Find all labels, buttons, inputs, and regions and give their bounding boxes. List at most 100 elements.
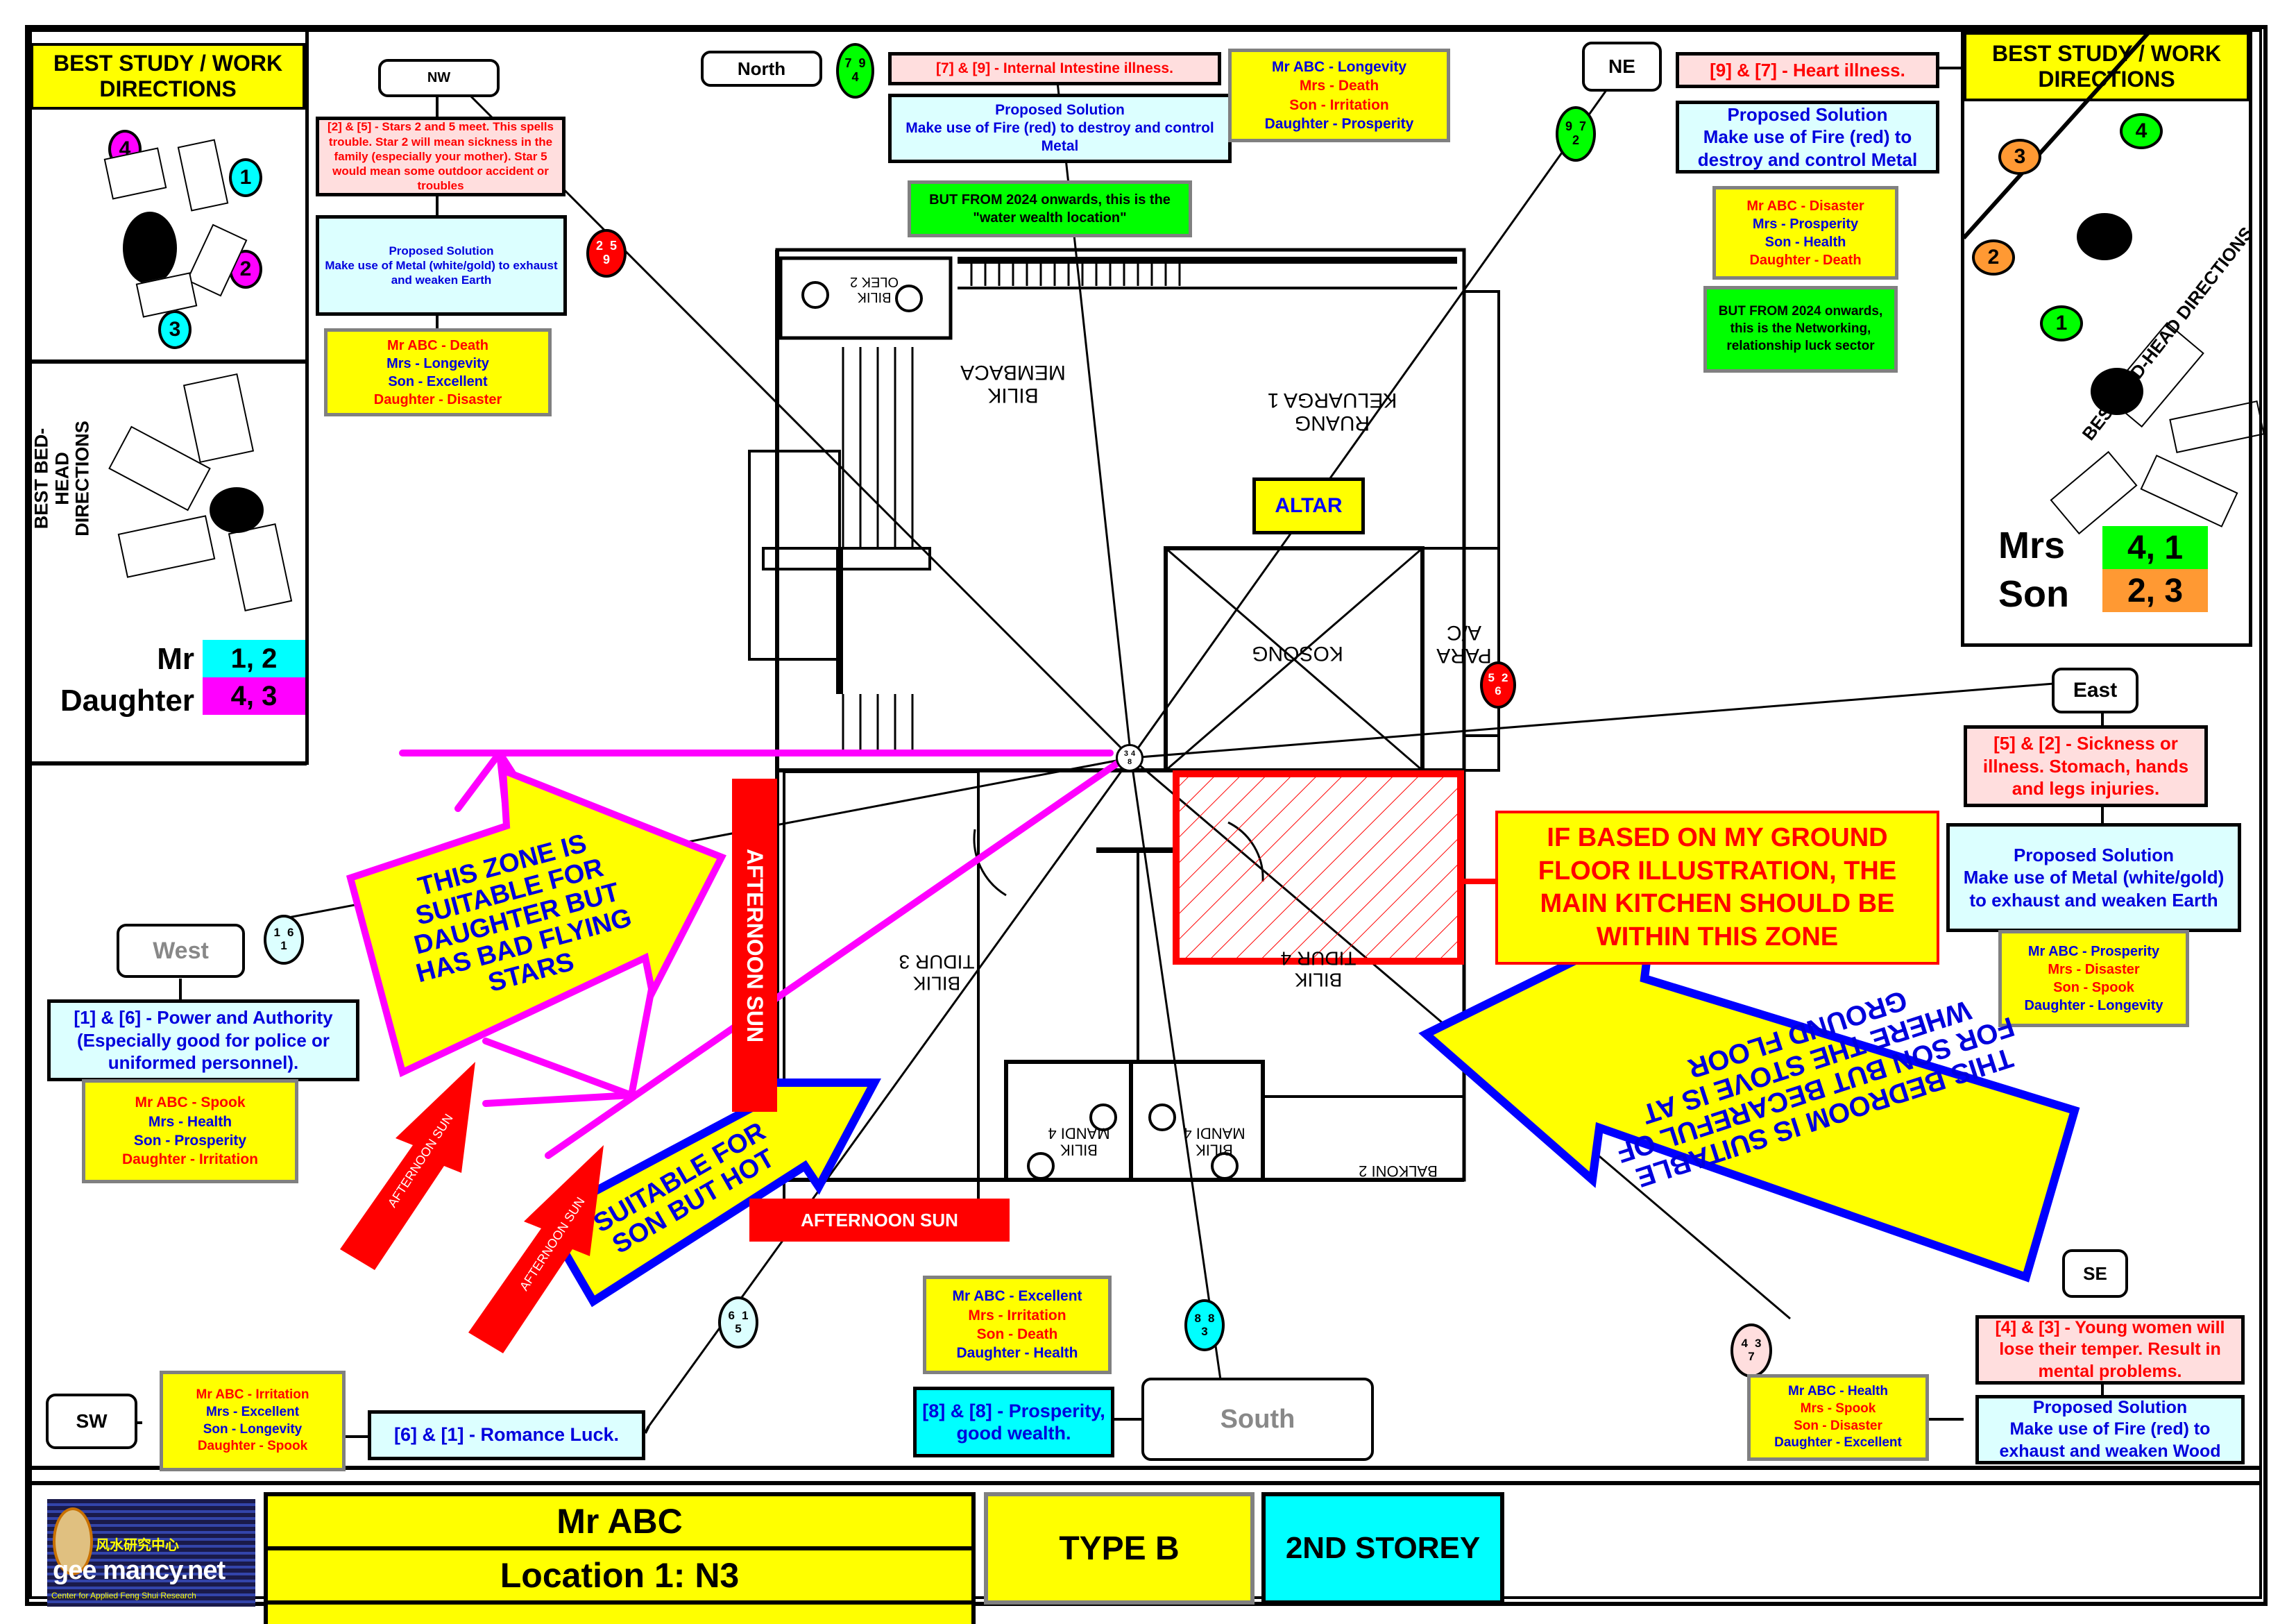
west-stars: 16 1 bbox=[264, 915, 304, 965]
left-study-title: BEST STUDY / WORK DIRECTIONS bbox=[31, 43, 305, 110]
sw-reading: [6] & [1] - Romance Luck. bbox=[368, 1410, 645, 1460]
star-pair: 43 bbox=[1741, 1337, 1769, 1351]
house-type: TYPE B bbox=[984, 1492, 1255, 1605]
east-members: Mr ABC - Prosperity Mrs - Disaster Son -… bbox=[1998, 930, 2189, 1027]
direction-label-sw: SW bbox=[46, 1394, 137, 1449]
geemancy-logo: 风水研究中心 gee mancy.net Center for Applied … bbox=[47, 1499, 255, 1607]
storey-label: 2ND STOREY bbox=[1261, 1492, 1504, 1605]
member-line: Mr ABC - Health bbox=[1788, 1384, 1888, 1399]
star-pair: 34 bbox=[1123, 749, 1139, 758]
compass-north-icon bbox=[2091, 368, 2143, 415]
direction-label-south: South bbox=[1141, 1378, 1374, 1461]
member-line: Daughter - Irritation bbox=[121, 1151, 258, 1168]
se-members: Mr ABC - Health Mrs - Spook Son - Disast… bbox=[1747, 1374, 1929, 1461]
star-base: 4 bbox=[851, 70, 859, 84]
member-line: Daughter - Disaster bbox=[373, 391, 502, 407]
member-line: Mrs - Excellent bbox=[205, 1404, 300, 1419]
compass-north-icon bbox=[2077, 213, 2132, 260]
kitchen-zone-note: IF BASED ON MY GROUND FLOOR ILLUSTRATION… bbox=[1495, 811, 1939, 965]
kitchen-zone-hatch bbox=[1173, 770, 1464, 965]
left-study-number-3: 3 bbox=[158, 310, 192, 349]
member-line: Mrs - Death bbox=[1299, 78, 1379, 94]
center-stars: 34 8 bbox=[1116, 744, 1143, 772]
direction-label-east: East bbox=[2052, 668, 2138, 713]
se-stars: 43 7 bbox=[1730, 1323, 1772, 1378]
star-pair: 25 bbox=[595, 239, 624, 253]
member-line: Mrs - Longevity bbox=[386, 355, 489, 371]
north-note: BUT FROM 2024 onwards, this is the "wate… bbox=[908, 180, 1192, 237]
member-line: Son - Spook bbox=[2053, 980, 2134, 995]
room-label-para-ac: PARA A/C bbox=[1436, 621, 1492, 667]
star-base: 6 bbox=[1495, 684, 1502, 697]
member-line: Mrs - Spook bbox=[1800, 1401, 1876, 1416]
member-line: Mr ABC - Spook bbox=[135, 1094, 246, 1111]
logo-name: gee mancy.net bbox=[53, 1556, 226, 1585]
daughter-zone-markers bbox=[399, 750, 1121, 1159]
room-label-balkoni-2: BALKONI 2 bbox=[1359, 1162, 1438, 1181]
star-pair: 52 bbox=[1488, 671, 1515, 685]
left-legend-dirs-daughter: 4, 3 bbox=[203, 677, 305, 715]
member-line: Daughter - Prosperity bbox=[1264, 115, 1414, 132]
north-solution: Proposed Solution Make use of Fire (red)… bbox=[888, 94, 1232, 163]
north-reading: [7] & [9] - Internal Intestine illness. bbox=[888, 52, 1221, 85]
se-solution: Proposed Solution Make use of Fire (red)… bbox=[1975, 1395, 2245, 1464]
nw-stars: 25 9 bbox=[586, 229, 627, 278]
afternoon-sun-arrow-2 bbox=[468, 1145, 604, 1353]
room-label-bilik-mandi-4: BILIK MANDI 4 bbox=[1048, 1124, 1110, 1159]
logo-chinese: 风水研究中心 bbox=[96, 1538, 179, 1553]
ne-stars: 97 2 bbox=[1556, 106, 1596, 162]
floor-plan-walls bbox=[748, 248, 1500, 1203]
footer-divider-bottom bbox=[29, 1481, 2262, 1485]
member-line: Mr ABC - Disaster bbox=[1746, 198, 1864, 214]
afternoon-sun-bar-vertical: AFTERNOON SUN bbox=[732, 779, 777, 1112]
room-label-bilik-membaca: BILIK MEMBACA bbox=[960, 361, 1066, 407]
south-reading: [8] & [8] - Prosperity, good wealth. bbox=[913, 1387, 1114, 1457]
direction-label-north: North bbox=[701, 51, 822, 87]
left-panel-bottom bbox=[29, 761, 307, 766]
member-line: Son - Prosperity bbox=[133, 1133, 247, 1149]
member-line: Mrs - Prosperity bbox=[1752, 216, 1859, 232]
south-stars: 88 3 bbox=[1184, 1299, 1225, 1351]
star-base: 1 bbox=[280, 939, 287, 952]
direction-label-nw: NW bbox=[378, 59, 500, 97]
north-stars: 79 4 bbox=[836, 43, 874, 99]
client-name: Mr ABC bbox=[264, 1492, 976, 1550]
left-panel-divider bbox=[29, 360, 307, 364]
left-bed-title: BEST BED-HEAD DIRECTIONS bbox=[31, 421, 93, 537]
right-study-title: BEST STUDY / WORK DIRECTIONS bbox=[1964, 32, 2250, 101]
star-pair: 16 bbox=[273, 926, 301, 940]
star-pair: 88 bbox=[1194, 1311, 1222, 1325]
ne-solution: Proposed Solution Make use of Fire (red)… bbox=[1676, 101, 1939, 174]
client-location: Location 1: N3 bbox=[264, 1546, 976, 1605]
member-line: Mr ABC - Irritation bbox=[196, 1387, 309, 1403]
member-line: Mr ABC - Death bbox=[387, 337, 488, 353]
star-base: 8 bbox=[1127, 758, 1132, 766]
right-legend-person-son: Son bbox=[1998, 573, 2069, 615]
member-line: Son - Longevity bbox=[203, 1421, 303, 1437]
daughter-zone-arrow bbox=[346, 765, 726, 1078]
member-line: Mr ABC - Excellent bbox=[952, 1288, 1082, 1305]
north-members: Mr ABC - Longevity Mrs - Death Son - Irr… bbox=[1228, 49, 1450, 142]
right-study-number-2: 2 bbox=[1972, 239, 2015, 276]
left-legend-person-mr: Mr bbox=[157, 642, 194, 676]
star-pair: 61 bbox=[728, 1308, 756, 1322]
member-line: Mrs - Irritation bbox=[968, 1307, 1066, 1323]
star-base: 9 bbox=[602, 253, 610, 267]
altar-label: ALTAR bbox=[1252, 477, 1365, 534]
member-line: Daughter - Health bbox=[956, 1345, 1078, 1362]
yin-yang-icon bbox=[53, 1507, 93, 1575]
compass-north-icon bbox=[210, 487, 264, 533]
ne-members: Mr ABC - Disaster Mrs - Prosperity Son -… bbox=[1712, 186, 1898, 280]
right-legend-person-mrs: Mrs bbox=[1998, 525, 2066, 566]
right-study-number-4: 4 bbox=[2120, 113, 2163, 149]
logo-tagline: Center for Applied Feng Shui Research bbox=[51, 1591, 196, 1600]
star-base: 3 bbox=[1201, 1324, 1208, 1338]
footer-divider-top bbox=[29, 1466, 2262, 1470]
member-line: Son - Excellent bbox=[388, 373, 488, 389]
compass-north-icon bbox=[123, 212, 177, 285]
member-line: Mrs - Health bbox=[148, 1113, 232, 1130]
member-line: Son - Health bbox=[1764, 234, 1846, 250]
west-members: Mr ABC - Spook Mrs - Health Son - Prospe… bbox=[82, 1079, 298, 1183]
room-label-bilik-tidur-3: BILIK TIDUR 3 bbox=[899, 951, 975, 995]
